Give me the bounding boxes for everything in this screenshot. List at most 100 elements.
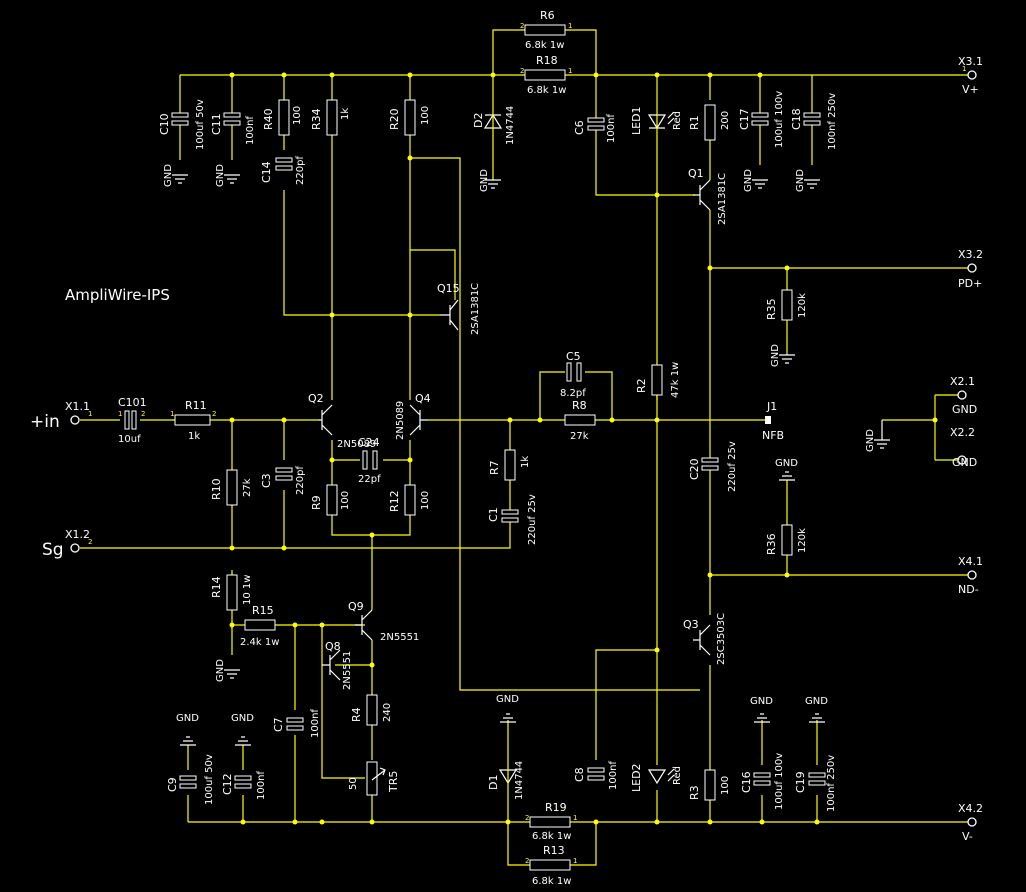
svg-text:C11: C11 [210,113,223,135]
gnd-icon: GND [163,164,188,187]
capacitor-c17: C17 100uf 100v [738,91,785,165]
svg-text:2.4k 1w: 2.4k 1w [240,637,279,648]
capacitor-c18: C18 100nf 250v [790,93,838,165]
port-vminus-label: V- [962,830,973,843]
svg-text:1: 1 [573,814,577,822]
resistor-r35: R35 120k [765,289,808,321]
gnd-icon: GND [176,713,199,746]
resistor-r4: R4 240 [350,694,393,726]
svg-text:1N4744: 1N4744 [505,106,516,145]
gnd-icon: GND [496,694,519,723]
svg-text:LED1: LED1 [630,106,643,135]
resistor-r18: R18 6.8k 1w [524,54,566,96]
svg-text:100nf: 100nf [608,761,619,790]
svg-text:R34: R34 [310,108,323,130]
svg-text:100uf 50v: 100uf 50v [204,754,215,805]
svg-text:R2: R2 [635,378,648,393]
svg-text:Red: Red [672,111,683,130]
svg-text:6.8k 1w: 6.8k 1w [532,876,571,887]
svg-text:220pf: 220pf [295,156,306,185]
resistor-r12: R12 100 [388,484,431,516]
svg-text:2N5551: 2N5551 [380,632,419,643]
svg-text:47k 1w: 47k 1w [670,362,681,398]
resistor-r36: R36 120k [765,524,808,556]
transistors: Q1 2SA1381C Q15 2SA1381C Q2 2N5089 Q4 2N… [308,167,728,690]
svg-text:2SA1381C: 2SA1381C [717,173,728,225]
capacitor-c6: C6 100nf [573,110,617,143]
svg-text:C1: C1 [487,507,500,522]
svg-text:R7: R7 [488,460,501,475]
svg-text:C14: C14 [260,161,273,183]
port-pdplus-label: PD+ [958,277,982,290]
gnd-icon: GND [770,344,795,367]
svg-text:100nf: 100nf [256,771,267,800]
svg-text:R18: R18 [536,54,558,67]
svg-text:100: 100 [292,106,303,125]
svg-text:100uf 50v: 100uf 50v [195,99,206,150]
port-nfb-ref: J1 [766,400,777,413]
svg-text:C3: C3 [260,473,273,488]
svg-text:R36: R36 [765,533,778,555]
svg-text:6.8k 1w: 6.8k 1w [532,831,571,842]
svg-text:2N5089: 2N5089 [395,401,406,440]
ground-symbols: GND GND GND GND GND GND GND GND GND GND … [163,164,890,746]
transistor-q15: Q15 2SA1381C [437,282,481,335]
capacitor-c19: C19 100nf 250v [794,755,837,812]
svg-text:220uf 25v: 220uf 25v [727,441,738,492]
svg-text:R8: R8 [572,399,587,412]
svg-text:100: 100 [420,491,431,510]
design-title: AmpliWire-IPS [65,286,170,304]
svg-text:C19: C19 [794,771,807,793]
transistor-q2: Q2 2N5089 [308,392,376,450]
svg-text:C7: C7 [272,717,285,732]
svg-text:GND: GND [775,458,798,469]
port-vminus-ref: X4.2 [958,802,983,815]
svg-text:100nf: 100nf [310,709,321,738]
port-nd-ref: X4.1 [958,555,983,568]
capacitor-c5: C5 8.2pf [560,350,586,399]
resistor-r8: R8 27k [564,399,596,442]
svg-text:2: 2 [520,67,524,75]
svg-text:GND: GND [163,164,174,187]
svg-text:C5: C5 [566,350,581,363]
capacitor-c3: C3 220pf [260,466,306,495]
led1: LED1 Red [630,106,683,135]
svg-text:Q8: Q8 [325,640,341,653]
svg-text:C16: C16 [740,771,753,793]
svg-text:6.8k 1w: 6.8k 1w [525,40,564,51]
svg-text:R19: R19 [545,801,567,814]
gnd-icon: GND [795,169,820,192]
svg-text:200: 200 [720,111,731,130]
diode-d1: D1 1N4744 [487,760,525,800]
svg-text:1k: 1k [188,431,200,442]
svg-text:240: 240 [382,703,393,722]
svg-text:R12: R12 [388,490,401,512]
svg-text:R9: R9 [310,495,323,510]
svg-text:D1: D1 [487,775,500,790]
transistor-q1: Q1 2SA1381C [688,167,728,225]
svg-text:1N4744: 1N4744 [514,761,525,800]
port-gnd1-label: GND [952,403,977,416]
svg-text:D2: D2 [472,113,485,128]
svg-text:2: 2 [212,410,216,418]
gnd-icon: GND [231,713,254,746]
svg-text:100nf: 100nf [245,116,256,145]
svg-text:R15: R15 [252,604,274,617]
capacitor-c8: C8 100nf [573,761,619,790]
wires [80,29,968,866]
capacitors: C10 100uf 50v C11 100nf C14 220pf C6 100… [118,91,838,812]
resistor-r3: R3 100 [688,769,731,801]
svg-text:Q9: Q9 [348,600,364,613]
gnd-icon: GND [743,169,768,192]
svg-text:TR5: TR5 [387,771,400,793]
svg-text:2N5551: 2N5551 [342,651,353,690]
capacitor-c10: C10 100uf 50v [158,99,206,160]
transistor-q9: Q9 2N5551 [348,600,419,643]
resistors-vertical: R40 100 R34 1k R20 100 R1 200 R35 120k R… [210,99,808,801]
capacitor-c12: C12 100nf [221,771,267,800]
capacitor-c24: C24 22pf [358,436,381,485]
svg-text:GND: GND [750,696,773,707]
resistor-r7: R7 1k [488,449,531,481]
svg-text:1: 1 [568,67,572,75]
